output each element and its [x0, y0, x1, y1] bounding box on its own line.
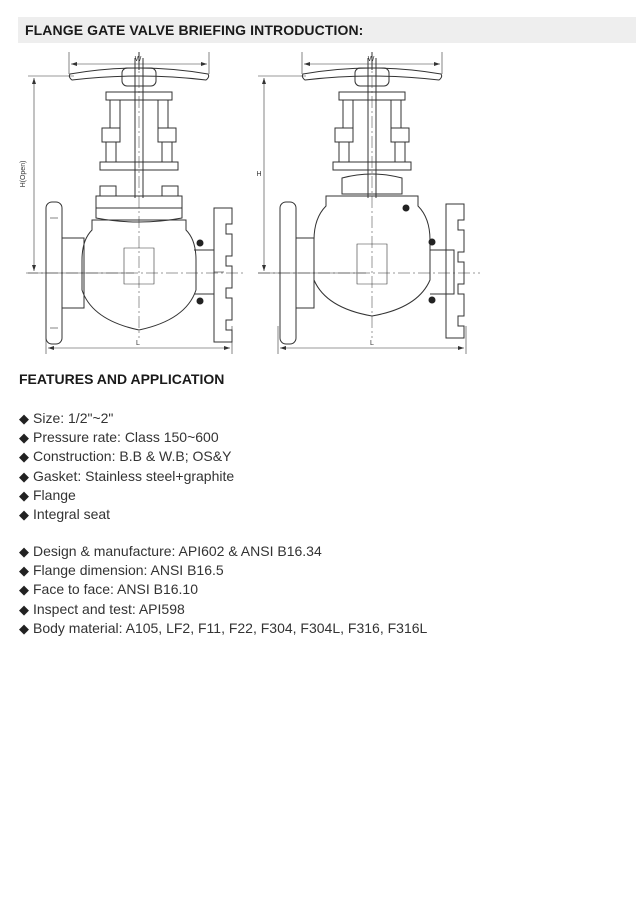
- feature-item: ◆Face to face: ANSI B16.10: [19, 580, 427, 599]
- diamond-bullet-icon: ◆: [19, 430, 29, 446]
- feature-item: ◆Gasket: Stainless steel+graphite: [19, 467, 234, 486]
- right-length-label: L: [370, 340, 374, 347]
- feature-text: Construction: B.B & W.B; OS&Y: [33, 448, 232, 465]
- left-valve-drawing: W H(Open) L: [20, 52, 246, 354]
- left-width-label: W: [135, 56, 142, 63]
- feature-text: Flange: [33, 486, 76, 503]
- feature-text: Size: 1/2"~2": [33, 410, 114, 426]
- right-height-label: H: [256, 171, 261, 178]
- left-height-label: H(Open): [20, 161, 27, 188]
- feature-text: Body material: A105, LF2, F11, F22, F304…: [33, 619, 428, 636]
- diamond-bullet-icon: ◆: [19, 487, 29, 503]
- left-length-label: L: [136, 340, 140, 347]
- feature-text: Gasket: Stainless steel+graphite: [33, 467, 235, 484]
- feature-item: ◆ Size: 1/2"~2": [19, 409, 234, 428]
- feature-text: Integral seat: [33, 505, 111, 522]
- right-valve-drawing: W H L: [256, 52, 480, 354]
- feature-item: ◆Construction: B.B & W.B; OS&Y: [19, 447, 234, 466]
- feature-item: ◆Pressure rate: Class 150~600: [19, 428, 234, 447]
- diamond-bullet-icon: ◆: [19, 506, 29, 522]
- feature-item: ◆Body material: A105, LF2, F11, F22, F30…: [19, 619, 427, 638]
- diamond-bullet-icon: ◆: [19, 601, 29, 617]
- diamond-bullet-icon: ◆: [19, 582, 29, 598]
- feature-item: ◆Inspect and test: API598: [19, 600, 427, 619]
- diamond-bullet-icon: ◆: [19, 620, 29, 636]
- right-width-label: W: [368, 56, 375, 63]
- feature-text: Pressure rate: Class 150~600: [33, 429, 219, 446]
- feature-item: ◆Integral seat: [19, 505, 234, 524]
- diamond-bullet-icon: ◆: [19, 563, 29, 579]
- feature-text: Face to face: ANSI B16.10: [33, 581, 198, 598]
- feature-item: ◆Flange dimension: ANSI B16.5: [19, 561, 427, 580]
- features-heading: FEATURES AND APPLICATION: [19, 371, 225, 387]
- feature-list-general: ◆Size: 1/2"~2"◆Pressure rate: Class 150~…: [19, 409, 234, 524]
- feature-list-standards: ◆Design & manufacture: API602 & ANSI B16…: [19, 542, 427, 638]
- feature-item: ◆Flange: [19, 486, 234, 505]
- feature-text: Design & manufacture: API602 & ANSI B16.…: [33, 543, 322, 559]
- section-title: FLANGE GATE VALVE BRIEFING INTRODUCTION:: [18, 17, 636, 43]
- diamond-bullet-icon: ◆: [19, 544, 29, 559]
- valve-technical-drawing: W H(Open) L: [20, 52, 480, 354]
- feature-item: ◆ Design & manufacture: API602 & ANSI B16…: [19, 542, 427, 561]
- feature-text: Inspect and test: API598: [33, 600, 185, 617]
- diamond-bullet-icon: ◆: [19, 468, 29, 484]
- diamond-bullet-icon: ◆: [19, 449, 29, 465]
- feature-text: Flange dimension: ANSI B16.5: [33, 562, 224, 579]
- diamond-bullet-icon: ◆: [19, 411, 29, 426]
